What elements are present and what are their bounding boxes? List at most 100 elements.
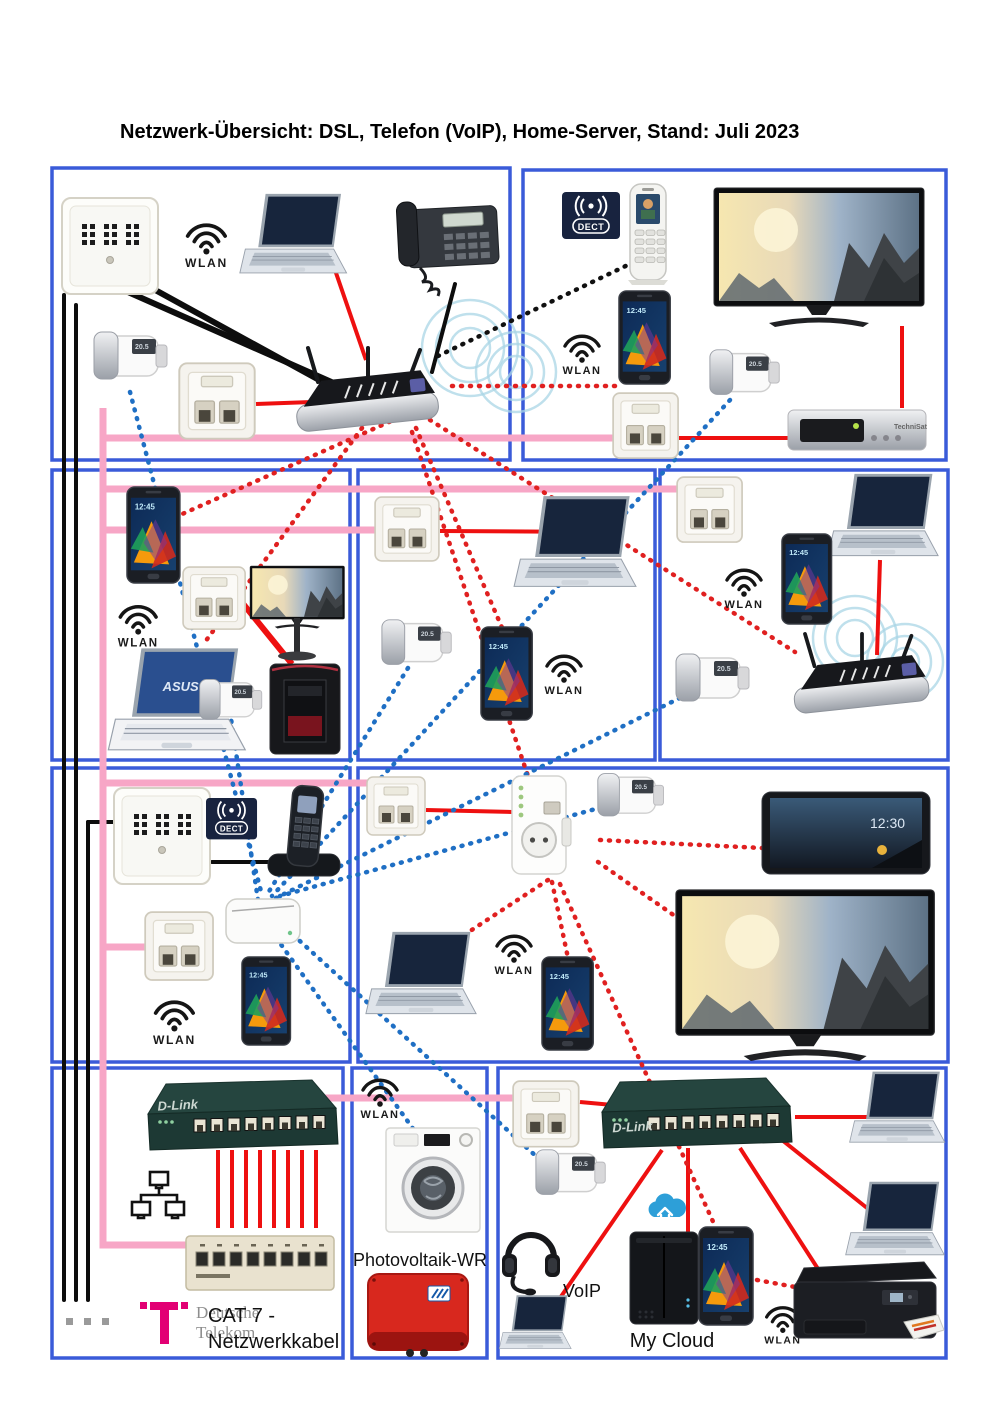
dect-link-black-dotted [435,259,637,359]
wlan-icon-9: WLAN [764,1306,801,1347]
room-box-3 [50,468,352,762]
svg-text:WLAN: WLAN [118,637,159,649]
tablet: 12:30 [761,791,931,875]
photovoltaik-label: Photovoltaik-WR [353,1250,487,1270]
svg-text:20.5: 20.5 [421,631,434,638]
sat-receiver-1: TechniSat [787,409,928,451]
dect-handset-1 [627,183,669,286]
svg-text:DECT: DECT [578,222,605,232]
patch-panel [185,1235,335,1291]
wlan-icon-8: WLAN [361,1078,400,1121]
svg-text:12:45: 12:45 [789,548,808,557]
dect-badge-1: DECT [561,191,621,240]
wifi-ripples [420,298,945,702]
smartphone-3: 12:45 [480,626,533,721]
svg-text:TechniSat: TechniSat [894,424,928,431]
svg-text:WLAN: WLAN [495,965,534,977]
lan-cables-red [216,269,904,1300]
room-box-7 [356,766,950,1064]
radiator-thermostat-1: 20.5 [93,331,168,380]
svg-text:12:45: 12:45 [627,306,647,315]
room-boxes [50,166,950,1360]
smartphone-5: 12:45 [241,956,292,1046]
smartphone-4: 12:45 [781,533,833,625]
svg-text:20.5: 20.5 [135,344,149,351]
room-box-5 [658,468,950,762]
svg-text:12:45: 12:45 [249,971,267,980]
svg-text:12:45: 12:45 [707,1243,728,1252]
wlan-icon-3: WLAN [118,604,159,649]
tv-2 [675,889,935,1062]
svg-text:WLAN: WLAN [185,256,228,270]
page-title: Netzwerk-Übersicht: DSL, Telefon (VoIP),… [120,120,799,143]
svg-text:WLAN: WLAN [764,1336,801,1347]
wlan-links-red-dotted [177,383,869,1303]
nas-my-cloud [629,1231,699,1325]
radiator-thermostat-5: 20.5 [675,653,750,702]
room-box-1 [50,166,512,462]
cat7-label-line2: Netzwerkkabel [208,1331,339,1353]
lan-socket-8 [512,1080,580,1148]
svg-text:WLAN: WLAN [153,1033,196,1047]
tae-socket-1 [61,197,159,295]
cat7-label-line1: CAT 7 - [208,1305,275,1327]
svg-text:WLAN: WLAN [361,1109,400,1121]
tv-1 [713,187,925,328]
voip-label: VoIP [563,1281,601,1301]
svg-text:20.5: 20.5 [235,690,247,696]
wlan-icon-6: WLAN [153,1000,196,1047]
svg-text:12:45: 12:45 [135,503,156,512]
svg-text:20.5: 20.5 [635,784,648,791]
asus-netbook-1: ASUS [107,647,246,751]
wlan-icon-7: WLAN [495,934,534,977]
telekom-text-1: Deutsche [196,1303,259,1322]
lan-socket-4 [374,496,440,562]
my-cloud-label: My Cloud [630,1330,714,1352]
lan-socket-5 [676,476,743,543]
telekom-text-2: Telekom [196,1323,255,1342]
lan-socket-7 [366,776,426,836]
network-switch-1: D-Link [147,1079,339,1151]
radiator-thermostat-3: 20.5 [199,678,263,720]
printer [792,1260,946,1341]
lan-socket-3 [182,566,246,630]
smart-home-gateway [225,898,301,944]
dect-badge-2: DECT [205,797,258,841]
pv-inverter [367,1273,469,1358]
smartphone-2: 12:45 [126,486,181,584]
svg-text:ASUS: ASUS [162,679,199,694]
smartphone-6: 12:45 [541,956,594,1051]
radiator-thermostat-4: 20.5 [381,619,452,666]
tae-socket-2 [113,787,211,885]
lan-socket-2 [612,392,679,459]
lan-socket-6 [144,911,214,981]
radiator-thermostat-7: 20.5 [535,1149,606,1196]
room-box-10 [496,1066,948,1360]
svg-text:12:45: 12:45 [550,972,570,981]
svg-text:20.5: 20.5 [749,361,762,368]
wifi-repeater [511,775,572,875]
desktop-pc-1 [268,662,342,756]
svg-text:WLAN: WLAN [725,599,764,611]
washing-machine [384,1126,482,1234]
lan-socket-1 [178,362,256,440]
wlan-icon-5: WLAN [725,568,764,611]
smartphone-7: 12:45 [698,1226,754,1326]
room-box-2 [521,168,948,462]
svg-text:WLAN: WLAN [545,685,584,697]
room-box-6 [50,766,352,1064]
network-switch-2: D-Link [601,1077,793,1149]
svg-text:20.5: 20.5 [717,666,731,673]
svg-text:DECT: DECT [220,824,243,833]
wlan-icon-2: WLAN [563,334,602,377]
svg-text:WLAN: WLAN [563,365,602,377]
svg-text:12:45: 12:45 [489,642,509,651]
smartphone-1: 12:45 [618,290,671,385]
radiator-thermostat-2: 20.5 [709,349,780,396]
telekom-logo: Deutsche Telekom [66,1302,259,1344]
wlan-icon-1: WLAN [185,223,228,270]
svg-text:D-Link: D-Link [612,1118,654,1135]
svg-text:12:30: 12:30 [870,815,905,831]
svg-text:20.5: 20.5 [575,1161,588,1168]
